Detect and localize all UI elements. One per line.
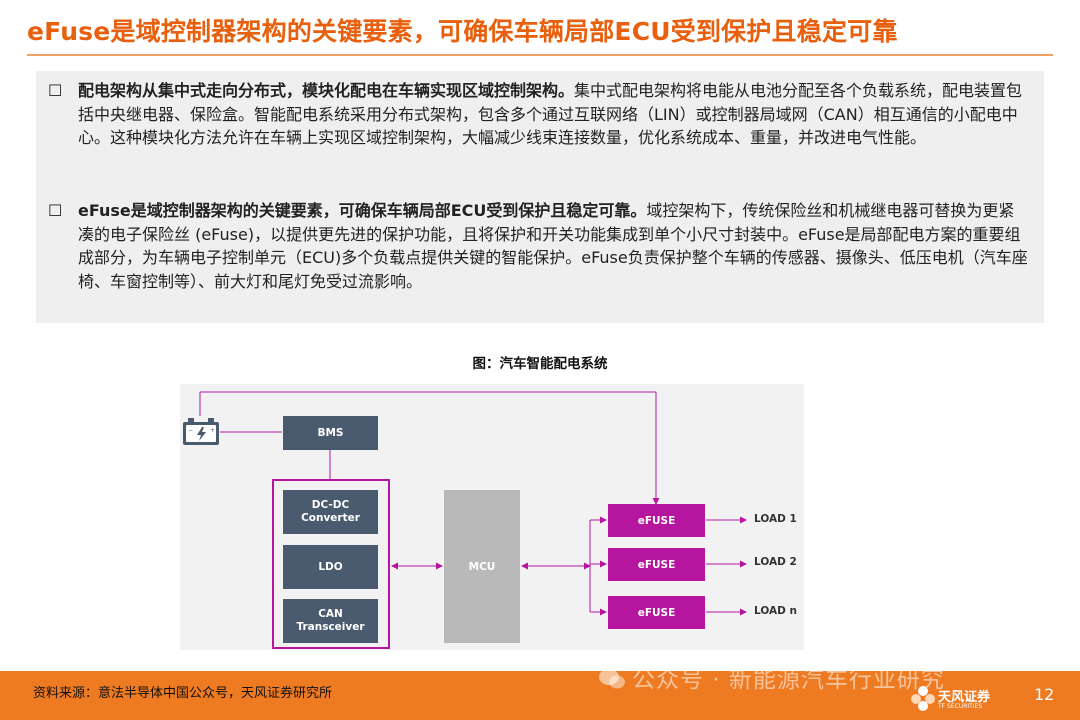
page-title: eFuse是域控制器架构的关键要素，可确保车辆局部ECU受到保护且稳定可靠 — [27, 17, 898, 46]
page-number: 12 — [1034, 685, 1055, 704]
load-label-2: LOAD 2 — [754, 556, 797, 568]
mcu-block: MCU — [444, 490, 520, 643]
checkbox-bullet-icon: ☐ — [48, 81, 63, 100]
efuse-block-3: eFUSE — [608, 596, 705, 629]
svg-text:+: + — [210, 427, 215, 434]
footer-bar — [0, 671, 1080, 720]
power-distribution-diagram: − + BMS DC-DC Converter LDO CAN Transcei… — [180, 384, 804, 650]
figure-caption: 图：汽车智能配电系统 — [472, 356, 608, 372]
source-note: 资料来源：意法半导体中国公众号，天风证券研究所 — [33, 686, 333, 701]
load-label-1: LOAD 1 — [754, 513, 797, 525]
bullet-2-heading: eFuse是域控制器架构的关键要素，可确保车辆局部ECU受到保护且稳定可靠。 — [78, 201, 647, 220]
dcdc-converter-block: DC-DC Converter — [283, 490, 378, 534]
battery-icon: − + — [183, 418, 219, 445]
bms-block: BMS — [283, 416, 378, 450]
company-logo-icon — [911, 686, 935, 711]
efuse-block-2: eFUSE — [608, 548, 705, 581]
svg-text:−: − — [188, 427, 193, 434]
company-logo-subtext: TF SECURITIES — [938, 703, 983, 710]
summary-box: ☐ 配电架构从集中式走向分布式，模块化配电在车辆实现区域控制架构。集中式配电架构… — [36, 71, 1044, 323]
can-transceiver-block: CAN Transceiver — [283, 599, 378, 643]
bullet-paragraph-1: 配电架构从集中式走向分布式，模块化配电在车辆实现区域控制架构。集中式配电架构将电… — [78, 79, 1030, 150]
company-logo-text: 天风证券 — [938, 690, 991, 705]
bullet-2-body: 域控架构下，传统保险丝和机械继电器可替换为更紧凑的电子保险丝 (eFuse)，以… — [78, 201, 1028, 291]
watermark-label: 公众号 · 新能源汽车行业研究 — [632, 667, 945, 693]
title-divider — [27, 54, 1053, 56]
bullet-paragraph-2: eFuse是域控制器架构的关键要素，可确保车辆局部ECU受到保护且稳定可靠。域控… — [78, 199, 1030, 293]
ldo-block: LDO — [283, 545, 378, 589]
wechat-icon — [599, 669, 625, 689]
checkbox-bullet-icon: ☐ — [48, 201, 63, 220]
watermark-text: 公众号 · 新能源汽车行业研究 — [598, 660, 945, 694]
diagram-connectors — [199, 391, 747, 649]
efuse-block-1: eFUSE — [608, 504, 705, 537]
bullet-1-heading: 配电架构从集中式走向分布式，模块化配电在车辆实现区域控制架构。 — [78, 81, 575, 100]
load-label-n: LOAD n — [754, 605, 797, 617]
bullet-1-body: 集中式配电架构将电能从电池分配至各个负载系统，配电装置包括中央继电器、保险盒。智… — [78, 81, 1023, 147]
